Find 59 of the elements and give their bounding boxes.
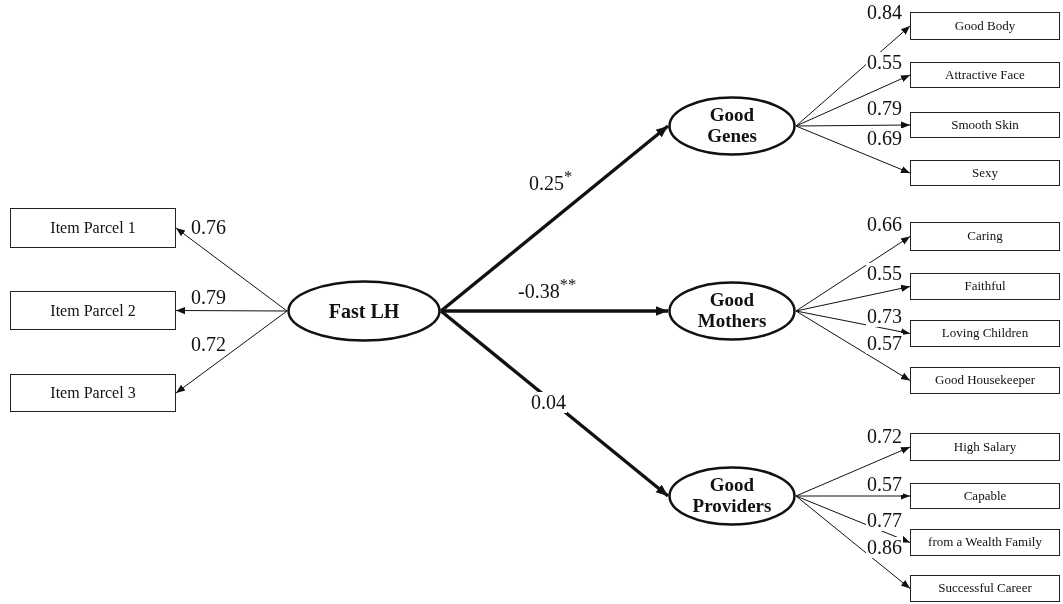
- indicator-label: Loving Children: [941, 326, 1029, 341]
- indicator-box: [910, 320, 1060, 347]
- indicator-box: [910, 483, 1060, 509]
- indicator-box: [910, 12, 1060, 40]
- indicator-label: from a Wealth Family: [928, 535, 1042, 550]
- edge-label: 0.04: [530, 392, 567, 413]
- path-arrow: [795, 125, 911, 174]
- indicator-label: Good Housekeeper: [935, 373, 1035, 388]
- indicator-label: Smooth Skin: [951, 117, 1019, 133]
- indicator-label: Item Parcel 1: [50, 219, 136, 237]
- indicator-label: Successful Career: [938, 581, 1032, 596]
- path-arrow: [795, 310, 911, 381]
- indicator-label: Item Parcel 2: [50, 301, 136, 320]
- path-arrow: [795, 121, 911, 129]
- latent-label: Good Mothers: [696, 290, 768, 332]
- edge-label: 0.57: [866, 474, 903, 495]
- path-arrow: [795, 495, 911, 589]
- path-arrow: [439, 309, 670, 498]
- path-arrow: [795, 446, 911, 497]
- indicator-box: [910, 160, 1060, 186]
- path-arrow: [175, 306, 288, 315]
- indicator-label: Capable: [963, 488, 1007, 504]
- indicator-box: [10, 374, 176, 412]
- latent-variable-ellipse: [668, 281, 796, 341]
- indicator-label: Attractive Face: [945, 67, 1025, 83]
- indicator-box: [910, 367, 1060, 394]
- indicator-box: [910, 222, 1060, 251]
- latent-label: Fast LH: [328, 300, 400, 322]
- edge-label: 0.86: [866, 537, 903, 558]
- latent-label: Good Genes: [706, 105, 758, 147]
- latent-variable-ellipse: [668, 96, 796, 156]
- latent-variable-ellipse: [287, 280, 441, 342]
- indicator-box: [910, 433, 1060, 461]
- indicator-box: [10, 291, 176, 330]
- indicator-box: [910, 529, 1060, 556]
- indicator-box: [910, 273, 1060, 300]
- edge-label: 0.77: [866, 510, 903, 531]
- path-arrow: [441, 306, 668, 316]
- latent-variable-ellipse: [668, 466, 796, 526]
- path-arrow: [795, 310, 911, 336]
- path-arrow: [795, 74, 911, 127]
- indicator-label: Item Parcel 3: [50, 384, 136, 402]
- path-arrow: [795, 284, 911, 312]
- indicator-label: Caring: [967, 229, 1003, 244]
- indicator-box: [910, 112, 1060, 138]
- edge-label: 0.57: [866, 333, 903, 354]
- path-arrow: [175, 310, 288, 394]
- indicator-box: [910, 575, 1060, 602]
- indicator-label: High Salary: [953, 439, 1017, 455]
- latent-label: Good Providers: [691, 475, 773, 517]
- path-arrow: [175, 227, 288, 312]
- indicator-box: [10, 208, 176, 248]
- indicator-label: Good Body: [954, 18, 1016, 34]
- indicator-label: Faithful: [964, 279, 1006, 294]
- path-arrow: [795, 236, 911, 312]
- edge-label: 0.73: [866, 306, 903, 327]
- indicator-label: Sexy: [972, 165, 998, 181]
- path-arrow: [795, 25, 911, 127]
- indicator-box: [910, 62, 1060, 88]
